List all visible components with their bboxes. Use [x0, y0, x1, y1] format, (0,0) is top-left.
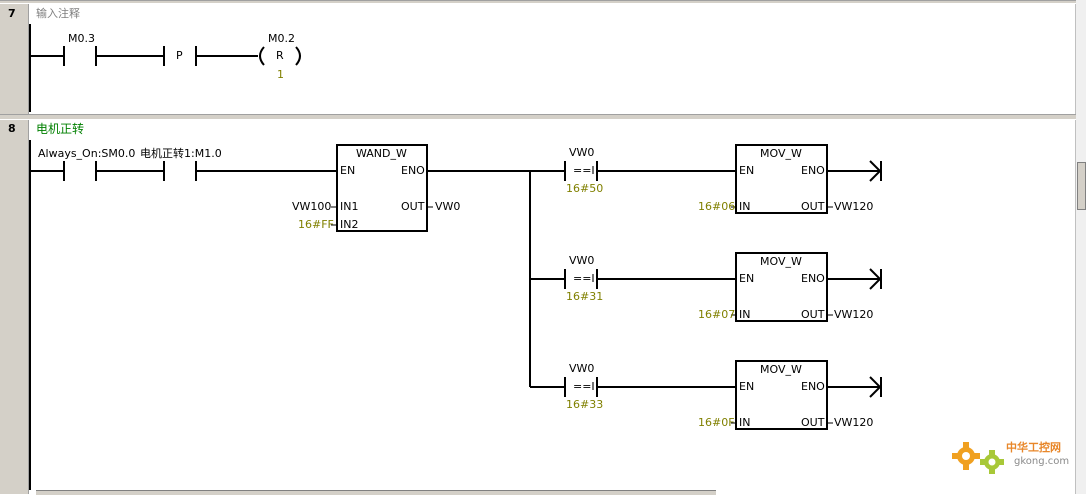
compare-1-operator[interactable]: ==I — [573, 164, 595, 177]
mov-1-en-pin: EN — [739, 164, 755, 177]
watermark: 中华工控网 gkong.com — [950, 436, 1078, 476]
network-7-comment[interactable]: 输入注释 — [36, 7, 80, 20]
compare-3-operand[interactable]: VW0 — [569, 362, 595, 375]
positive-edge-label[interactable]: P — [176, 49, 183, 62]
wand-in2-pin: IN2 — [340, 218, 359, 231]
mov-2-title[interactable]: MOV_W — [760, 255, 802, 268]
mov-1-out-pin: OUT — [801, 200, 825, 213]
mov-2-en-pin: EN — [739, 272, 755, 285]
contact-always-on-address[interactable]: Always_On:SM0.0 — [38, 147, 136, 160]
wand-in2-operand[interactable]: 16#FF — [298, 218, 334, 231]
mov-3-out-pin: OUT — [801, 416, 825, 429]
mov-2-out-pin: OUT — [801, 308, 825, 321]
mov-3-in-operand[interactable]: 16#0F — [698, 416, 735, 429]
coil-address[interactable]: M0.2 — [268, 32, 295, 45]
wand-out-operand[interactable]: VW0 — [435, 200, 461, 213]
mov-2-in-operand[interactable]: 16#07 — [698, 308, 736, 321]
horizontal-scrollbar[interactable] — [36, 490, 716, 495]
network-separator — [0, 0, 1076, 4]
compare-3-value[interactable]: 16#33 — [566, 398, 604, 411]
mov-2-out-operand[interactable]: VW120 — [834, 308, 874, 321]
power-rail-network-8 — [29, 140, 31, 490]
compare-1-operand[interactable]: VW0 — [569, 146, 595, 159]
gear-icon — [952, 442, 1004, 474]
mov-2-eno-pin: ENO — [801, 272, 825, 285]
network-7-number[interactable]: 7 — [8, 7, 16, 20]
reset-coil-count[interactable]: 1 — [277, 68, 284, 81]
compare-3-operator[interactable]: ==I — [573, 380, 595, 393]
wand-out-pin: OUT — [401, 200, 425, 213]
network-8-comment[interactable]: 电机正转 — [36, 122, 85, 136]
mov-3-in-pin: IN — [739, 416, 751, 429]
network-gutter — [0, 0, 29, 494]
mov-1-eno-pin: ENO — [801, 164, 825, 177]
power-rail-network-7 — [29, 24, 31, 112]
wand-in1-operand[interactable]: VW100 — [292, 200, 332, 213]
mov-1-out-operand[interactable]: VW120 — [834, 200, 874, 213]
wand-in1-pin: IN1 — [340, 200, 359, 213]
network-separator — [0, 114, 1076, 120]
network-8-number[interactable]: 8 — [8, 122, 16, 135]
wand-w-title[interactable]: WAND_W — [356, 147, 407, 160]
compare-2-operator[interactable]: ==I — [573, 272, 595, 285]
reset-coil-instruction[interactable]: R — [276, 49, 284, 62]
mov-1-title[interactable]: MOV_W — [760, 147, 802, 160]
mov-3-out-operand[interactable]: VW120 — [834, 416, 874, 429]
wand-en-pin: EN — [340, 164, 356, 177]
contact-motor-forward-address[interactable]: 电机正转1:M1.0 — [140, 147, 222, 160]
mov-3-title[interactable]: MOV_W — [760, 363, 802, 376]
contact-m0-3-address[interactable]: M0.3 — [68, 32, 95, 45]
watermark-url: gkong.com — [1014, 456, 1070, 467]
wand-eno-pin: ENO — [401, 164, 425, 177]
mov-3-eno-pin: ENO — [801, 380, 825, 393]
mov-1-in-operand[interactable]: 16#06 — [698, 200, 736, 213]
watermark-title: 中华工控网 — [1006, 441, 1061, 454]
mov-1-in-pin: IN — [739, 200, 751, 213]
compare-2-operand[interactable]: VW0 — [569, 254, 595, 267]
mov-3-en-pin: EN — [739, 380, 755, 393]
mov-2-in-pin: IN — [739, 308, 751, 321]
compare-2-value[interactable]: 16#31 — [566, 290, 604, 303]
compare-1-value[interactable]: 16#50 — [566, 182, 604, 195]
